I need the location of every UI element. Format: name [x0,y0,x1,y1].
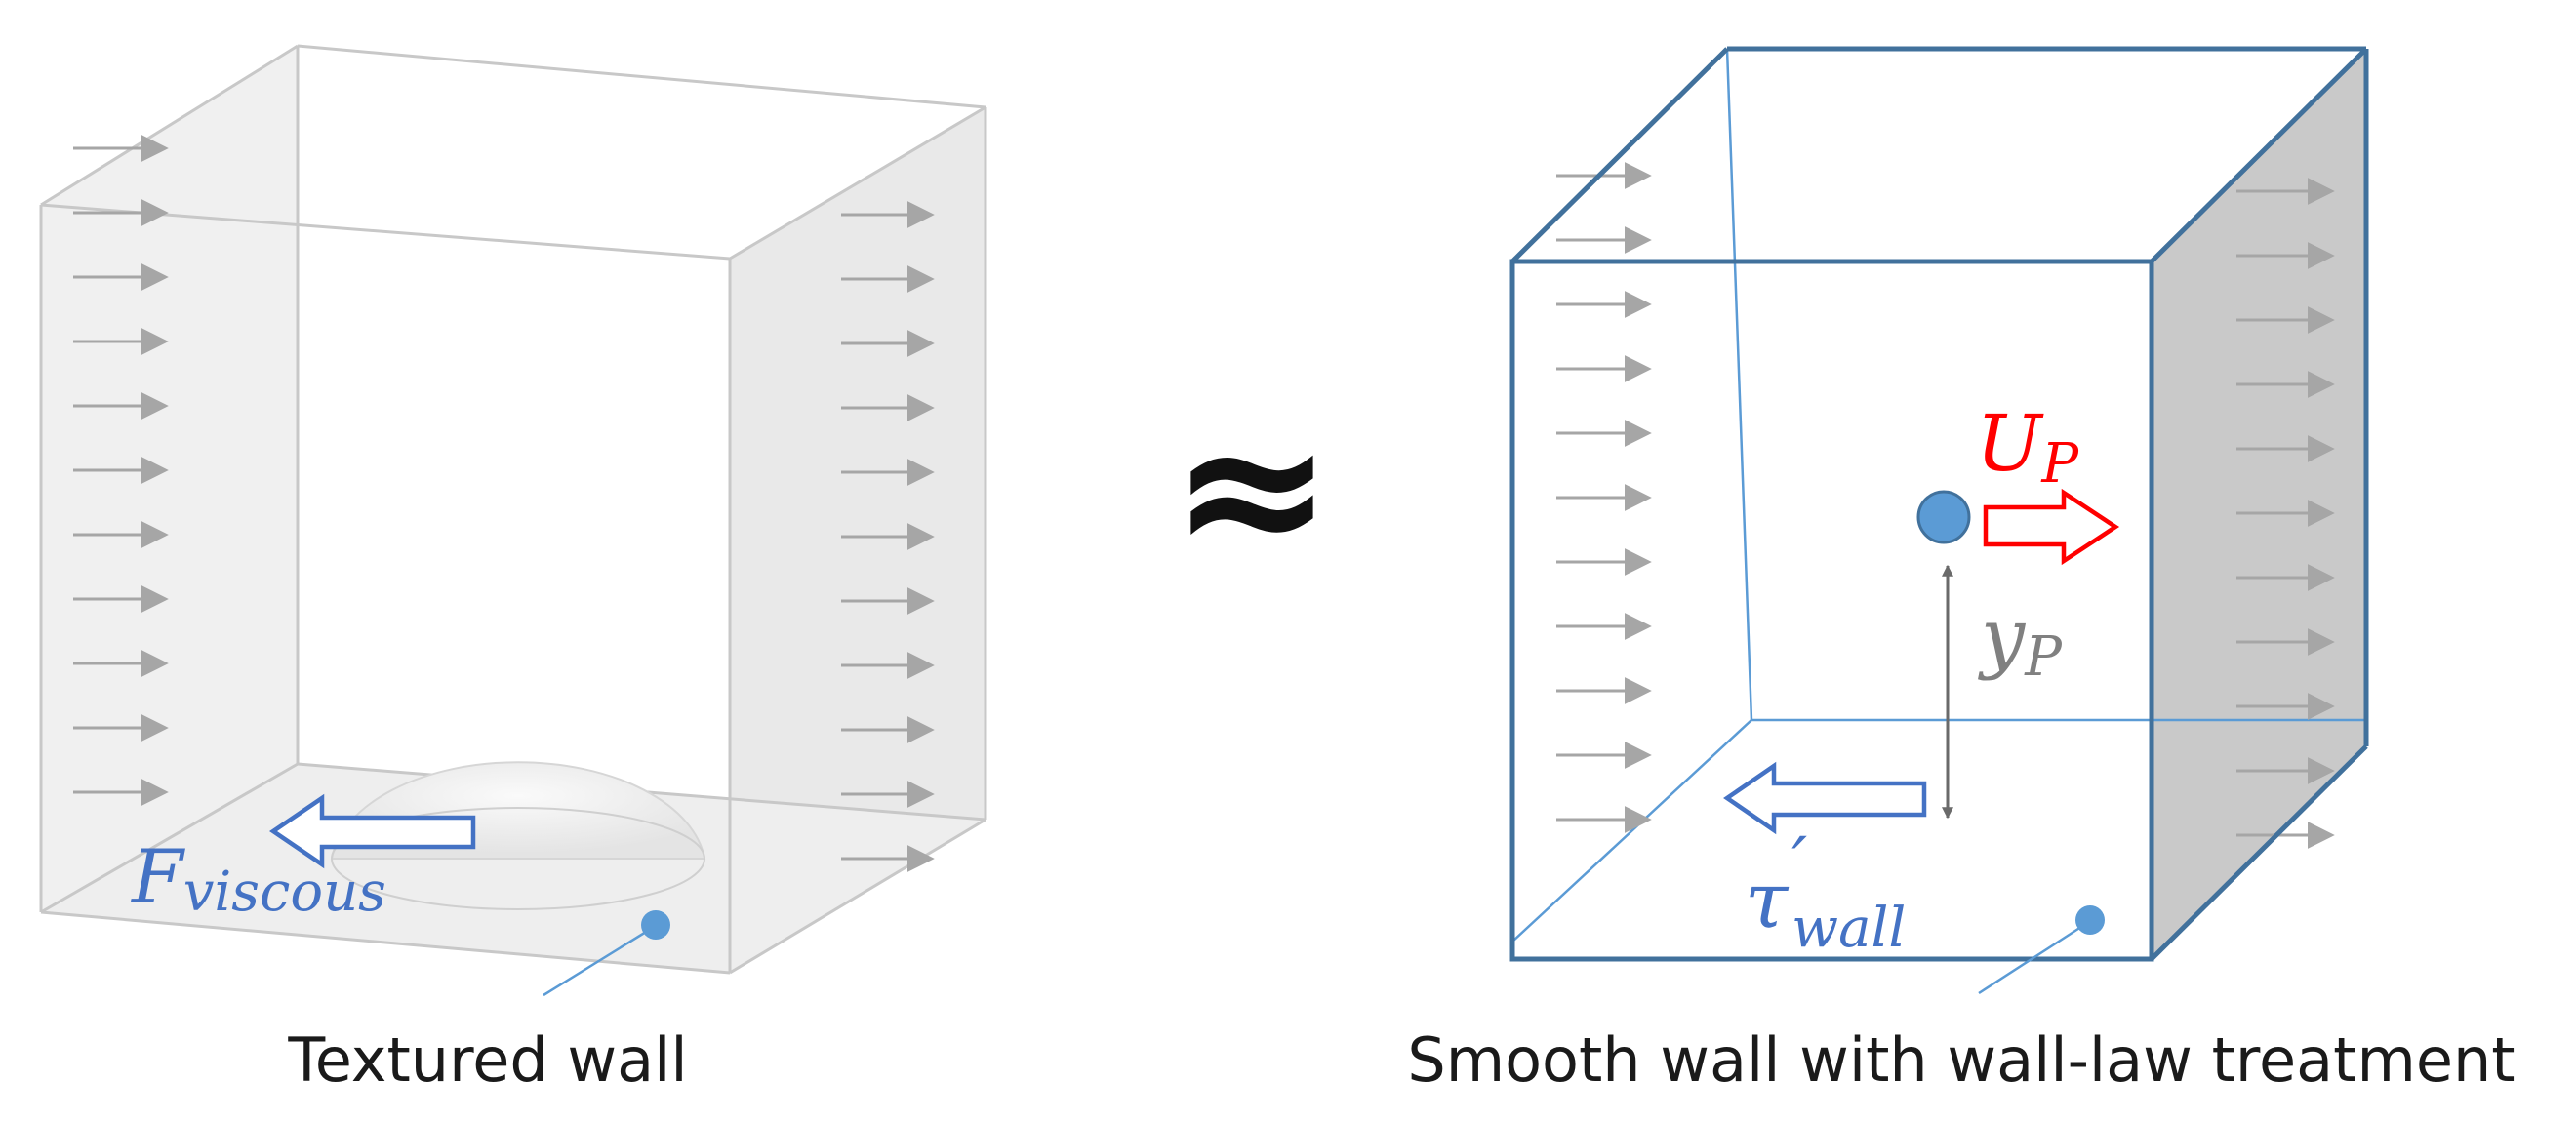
right-inflow-arrows [1556,162,1652,833]
wall-point-marker-icon [2075,905,2105,935]
hollow-arrow-icon [268,793,476,869]
wall-shear-symbol: τ [1745,855,1790,945]
viscous-force-subscript: viscous [183,861,386,924]
wall-distance-symbol: y [1978,591,2027,682]
velocity-arrow-icon [1983,488,2120,566]
left-outlet-face [730,107,986,973]
velocity-label: UP [1976,398,2079,496]
velocity-symbol: U [1976,398,2044,489]
wall-shear-subscript: wall [1791,897,1906,960]
left-inlet-face [41,46,298,912]
left-inflow-arrows [73,135,169,806]
wall-shear-label: τ′wall [1745,822,1906,960]
wall-distance-subscript: P [2024,625,2063,689]
left-box [39,44,987,975]
left-outflow-arrows [841,201,935,872]
wall-distance-label: yP [1978,591,2063,689]
left-caption: Textured wall [287,1024,687,1096]
left-bottom-face [41,764,986,973]
wall-shear-prime: ′ [1791,822,1807,902]
approximately-equal-symbol: ≈ [1170,376,1334,603]
point-marker-icon [641,910,670,940]
right-leader-line [1978,923,2085,995]
near-wall-point-icon [1916,490,1971,544]
right-outflow-arrows [2236,178,2335,849]
wall-shear-arrow-icon [1723,761,1927,835]
viscous-force-label: Fviscous [130,833,386,924]
right-panel: UP yP τ′wall Smooth wall with wall-law t… [1407,46,2516,1096]
left-leader-line [543,927,652,997]
right-caption: Smooth wall with wall-law treatment [1407,1024,2515,1096]
velocity-subscript: P [2040,432,2079,496]
right-outlet-face [2152,49,2366,959]
viscous-force-symbol: F [130,833,185,920]
left-panel: Fviscous Textured wall [39,44,987,1096]
right-box-edges [1509,46,2369,962]
